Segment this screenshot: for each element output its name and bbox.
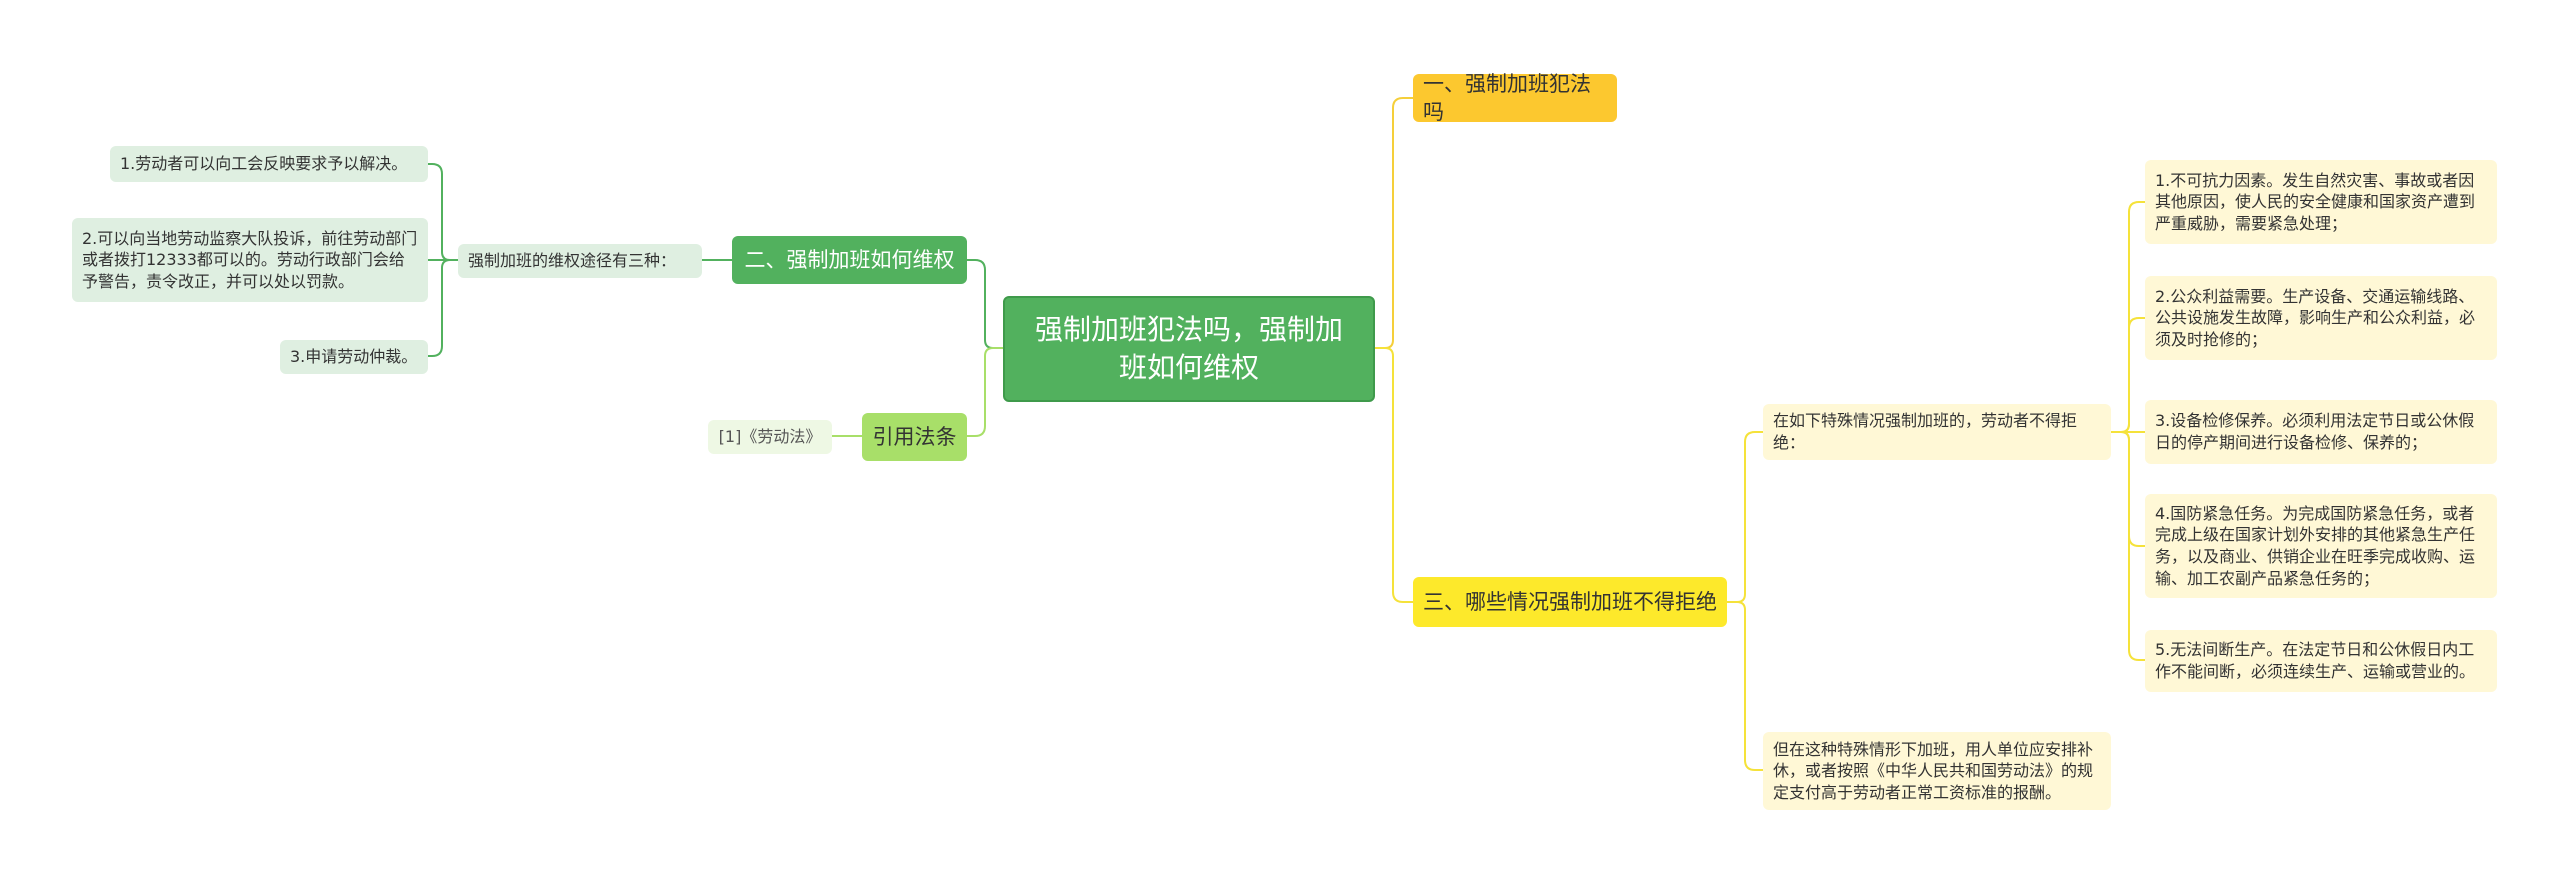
branch-three-note-text: 但在这种特殊情形下加班，用人单位应安排补休，或者按照《中华人民共和国劳动法》的规… [1773, 739, 2094, 802]
branch-three-note[interactable]: 但在这种特殊情形下加班，用人单位应安排补休，或者按照《中华人民共和国劳动法》的规… [1763, 732, 2111, 810]
connector-r-item-2 [2111, 317, 2145, 433]
branch-two-item-2[interactable]: 2.可以向当地劳动监察大队投诉，前往劳动部门或者拨打12333都可以的。劳动行政… [72, 218, 428, 302]
branch-three-item-1-text: 1.不可抗力因素。发生自然灾害、事故或者因其他原因，使人民的安全健康和国家资产遭… [2155, 170, 2476, 233]
law-item-text: [1]《劳动法》 [718, 427, 822, 447]
connector-branch-three-to-sub [1727, 431, 1763, 603]
connector-root-to-branch-two [967, 259, 1003, 349]
law-topic-label: 引用法条 [872, 424, 957, 449]
connector-sub-to-item-3 [428, 259, 458, 357]
branch-three-item-4[interactable]: 4.国防紧急任务。为完成国防紧急任务，或者完成上级在国家计划外安排的其他紧急生产… [2145, 494, 2497, 598]
connector-root-to-branch-one [1375, 97, 1413, 349]
branch-two-item-2-text: 2.可以向当地劳动监察大队投诉，前往劳动部门或者拨打12333都可以的。劳动行政… [82, 228, 418, 291]
connector-branch-three-to-note [1727, 601, 1763, 771]
branch-three-subtopic-label: 在如下特殊情况强制加班的，劳动者不得拒绝： [1773, 411, 2078, 452]
connector-root-to-law [967, 347, 1003, 437]
branch-three-subtopic[interactable]: 在如下特殊情况强制加班的，劳动者不得拒绝： [1763, 404, 2111, 460]
branch-two-item-3-text: 3.申请劳动仲裁。 [290, 347, 418, 367]
connector-root-to-branch-three [1375, 347, 1413, 603]
branch-three-item-2-text: 2.公众利益需要。生产设备、交通运输线路、公共设施发生故障，影响生产和公众利益，… [2155, 286, 2476, 349]
branch-two-item-1-text: 1.劳动者可以向工会反映要求予以解决。 [120, 154, 408, 174]
branch-three-item-1[interactable]: 1.不可抗力因素。发生自然灾害、事故或者因其他原因，使人民的安全健康和国家资产遭… [2145, 160, 2497, 244]
branch-two-item-1[interactable]: 1.劳动者可以向工会反映要求予以解决。 [110, 146, 428, 182]
branch-three-item-3-text: 3.设备检修保养。必须利用法定节日或公休假日的停产期间进行设备检修、保养的； [2155, 411, 2475, 452]
branch-three-topic[interactable]: 三、哪些情况强制加班不得拒绝 [1413, 577, 1727, 627]
branch-one-topic[interactable]: 一、强制加班犯法吗 [1413, 72, 1617, 124]
branch-three-item-2[interactable]: 2.公众利益需要。生产设备、交通运输线路、公共设施发生故障，影响生产和公众利益，… [2145, 276, 2497, 360]
branch-two-label: 二、强制加班如何维权 [744, 247, 955, 272]
branch-two-item-3[interactable]: 3.申请劳动仲裁。 [280, 340, 428, 374]
connector-sub-to-item-1 [428, 163, 458, 261]
branch-three-item-4-text: 4.国防紧急任务。为完成国防紧急任务，或者完成上级在国家计划外安排的其他紧急生产… [2155, 503, 2476, 588]
branch-three-item-5-text: 5.无法间断生产。在法定节日和公休假日内工作不能间断，必须连续生产、运输或营业的… [2155, 640, 2476, 681]
branch-two-topic[interactable]: 二、强制加班如何维权 [732, 236, 967, 284]
branch-three-item-5[interactable]: 5.无法间断生产。在法定节日和公休假日内工作不能间断，必须连续生产、运输或营业的… [2145, 630, 2497, 692]
branch-three-item-3[interactable]: 3.设备检修保养。必须利用法定节日或公休假日的停产期间进行设备检修、保养的； [2145, 400, 2497, 464]
root-topic[interactable]: 强制加班犯法吗，强制加班如何维权 [1003, 296, 1375, 402]
law-topic[interactable]: 引用法条 [862, 413, 967, 461]
root-topic-label: 强制加班犯法吗，强制加班如何维权 [1034, 313, 1343, 384]
connector-r-item-5 [2111, 431, 2145, 661]
branch-three-label: 三、哪些情况强制加班不得拒绝 [1423, 589, 1717, 614]
law-item[interactable]: [1]《劳动法》 [708, 420, 832, 454]
branch-one-label: 一、强制加班犯法吗 [1423, 71, 1591, 124]
branch-two-subtopic-label: 强制加班的维权途径有三种： [468, 251, 677, 271]
branch-two-subtopic[interactable]: 强制加班的维权途径有三种： [458, 244, 702, 278]
